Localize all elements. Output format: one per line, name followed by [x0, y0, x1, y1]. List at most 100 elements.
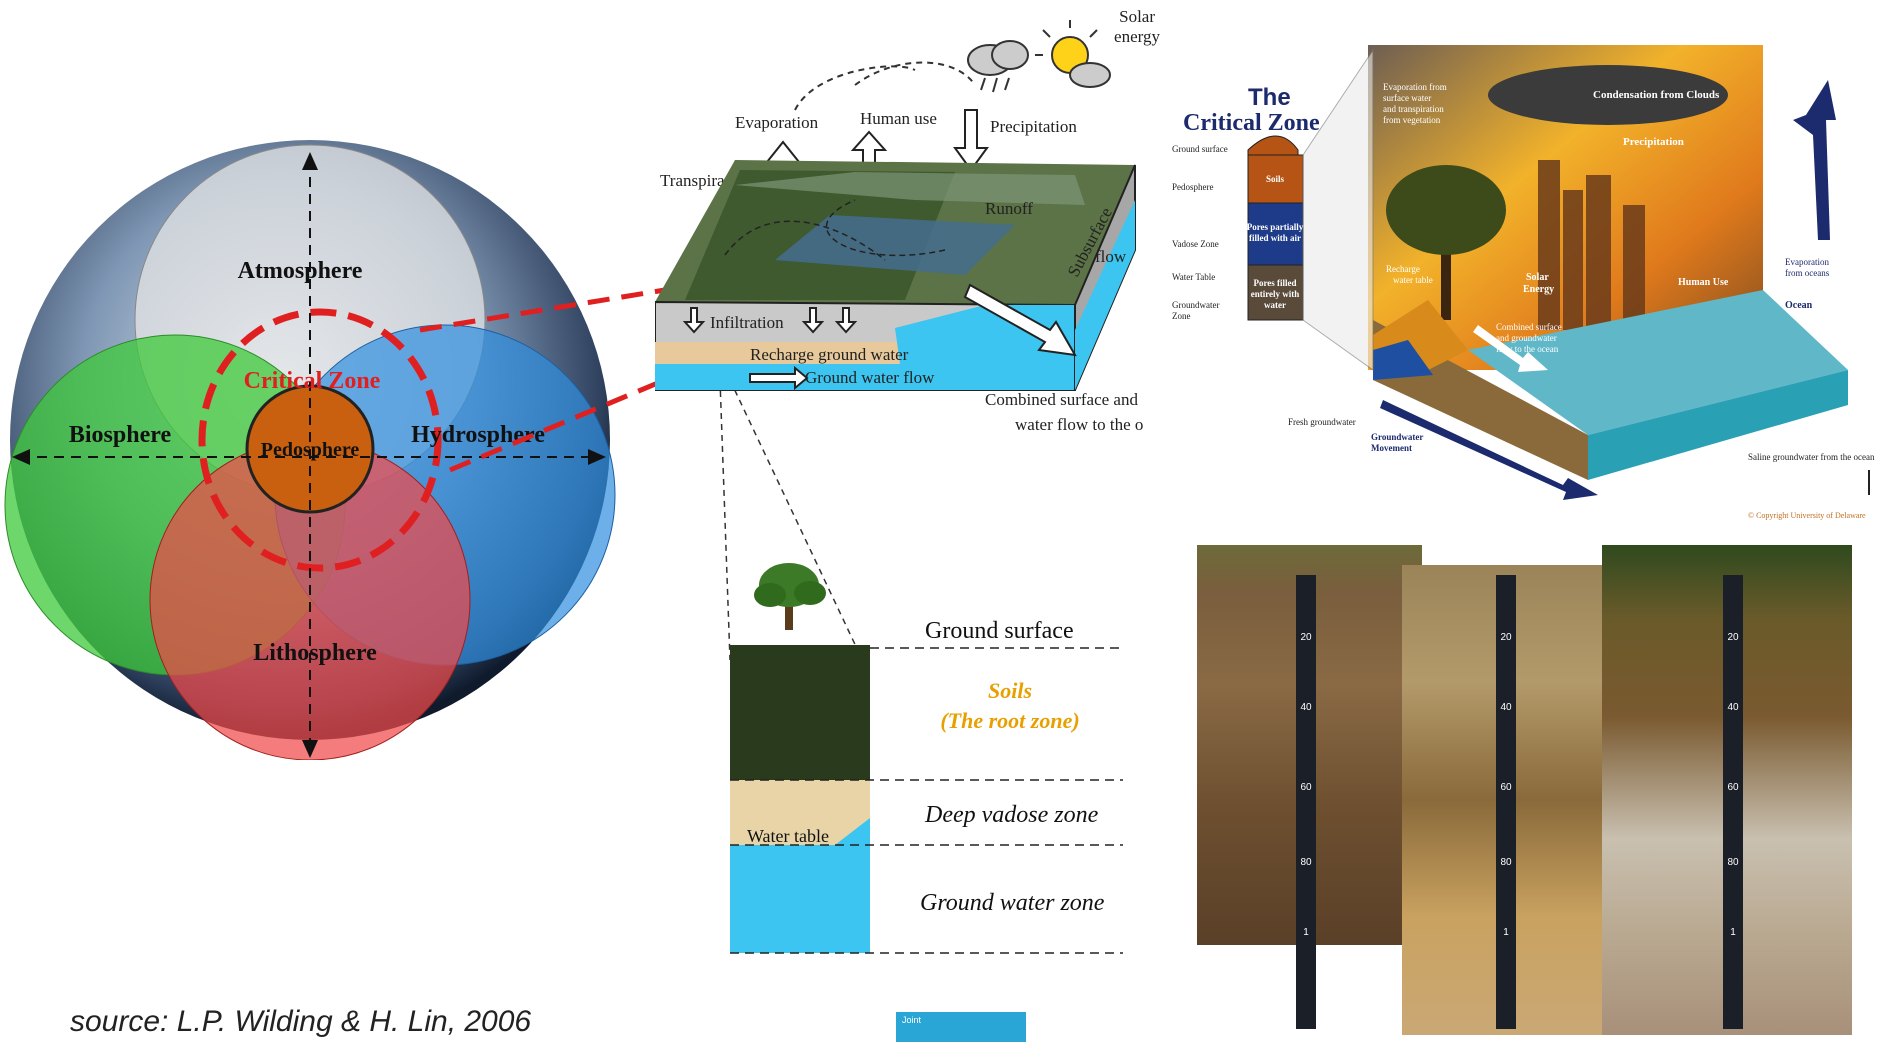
root-zone-label: (The root zone)	[940, 708, 1079, 733]
pores-filled-label-1: Pores filled	[1253, 278, 1296, 288]
cz-combined-label-1: Combined surface	[1496, 322, 1562, 332]
evap-oceans-label-1: Evaporation	[1785, 257, 1829, 267]
human-use-label: Human use	[860, 109, 937, 128]
tape-tick-label: 80	[1500, 857, 1512, 868]
source-caption: source: L.P. Wilding & H. Lin, 2006	[70, 1005, 532, 1038]
arrow-right-icon	[588, 449, 606, 465]
tape-tick-label: 40	[1500, 702, 1512, 713]
ocean-surface	[1468, 290, 1848, 435]
combined-flow-label-2: water flow to the o	[1015, 415, 1143, 434]
soils-box	[1247, 154, 1304, 204]
atmosphere-label: Atmosphere	[238, 258, 363, 284]
ground-water-flow-label: Ground water flow	[805, 368, 935, 387]
pores-filled-label-3: water	[1264, 300, 1286, 310]
tape-2	[1496, 575, 1516, 1029]
combined-flow-label-1: Combined surface and	[985, 390, 1138, 409]
poster-title-line-2: Critical Zone	[1183, 110, 1320, 136]
earth-spheres-diagram: Atmosphere Critical Zone Biosphere Hydro…	[4, 140, 616, 760]
cz-ground-surface-label: Ground surface	[1172, 144, 1228, 154]
fresh-groundwater-label: Fresh groundwater	[1288, 417, 1356, 427]
cz-vadose-label: Vadose Zone	[1172, 239, 1219, 249]
soils-box-label: Soils	[1266, 174, 1285, 184]
pores-filled-label-2: entirely with	[1251, 289, 1300, 299]
ground-surface-label: Ground surface	[925, 618, 1074, 644]
arrow-up-icon	[302, 152, 318, 170]
poster-title-line-1: The	[1248, 84, 1291, 111]
critical-zone-poster: The Critical Zone Soils Pores partially …	[1172, 45, 1875, 520]
pores-partial-label-1: Pores partially	[1247, 222, 1304, 232]
infiltration-label: Infiltration	[710, 313, 784, 332]
energy-label: energy	[1114, 27, 1160, 46]
hydrosphere-label: Hydrosphere	[411, 422, 545, 448]
evaporation-label: Evaporation	[735, 113, 819, 132]
tape-tick-label: 60	[1300, 782, 1312, 793]
cz-precipitation-label: Precipitation	[1623, 136, 1684, 148]
gw-movement-arrow-icon	[1380, 400, 1598, 500]
tape-1	[1296, 575, 1316, 1029]
biosphere-label: Biosphere	[69, 422, 172, 448]
combined-flow-arrow-icon	[963, 283, 1077, 357]
gw-movement-label-2: Movement	[1371, 443, 1412, 453]
runoff-label: Runoff	[985, 199, 1033, 218]
critical-zone-label: Critical Zone	[244, 368, 381, 394]
tape-tick-label: 40	[1727, 702, 1739, 713]
tape-tick-label: 20	[1300, 632, 1312, 643]
cz-solar-label-2: Energy	[1523, 284, 1554, 295]
cloud-icon	[1488, 65, 1728, 125]
tree-icon	[1386, 165, 1506, 320]
cz-pedosphere-label: Pedosphere	[1172, 182, 1214, 192]
root-zone-layer	[730, 645, 870, 780]
soils-label: Soils	[988, 678, 1032, 703]
tape-tick-label: 1	[1730, 927, 1736, 938]
deep-vadose-zone-label: Deep vadose zone	[924, 802, 1099, 828]
soil-profile-diagram: Ground surface Soils (The root zone) Dee…	[730, 563, 1123, 954]
tape-tick-label: 40	[1300, 702, 1312, 713]
ground-water-zone-label: Ground water zone	[920, 890, 1105, 916]
vadose-layer	[730, 780, 870, 845]
sun-icon	[1035, 20, 1111, 88]
tape-tick-label: 20	[1727, 632, 1739, 643]
soil-photo-corner	[1197, 945, 1235, 1035]
tape-tick-label: 80	[1300, 857, 1312, 868]
tape-tick-label: 20	[1500, 632, 1512, 643]
evap-surface-label-2: surface water	[1383, 93, 1431, 103]
cz-gw-zone-label-2: Zone	[1172, 311, 1191, 321]
cz-human-use-label: Human Use	[1678, 277, 1729, 288]
cz-water-table-label: Water Table	[1172, 272, 1215, 282]
pedosphere-label: Pedosphere	[261, 439, 360, 461]
rain-cloud-icon	[967, 40, 1029, 93]
gw-movement-label-1: Groundwater	[1371, 432, 1423, 442]
water-cycle-block-diagram: Solar energy Evaporation Human use Preci…	[655, 7, 1160, 434]
cz-recharge-water-table-label: water table	[1393, 275, 1433, 285]
pores-filled-box	[1247, 264, 1304, 321]
evaporation-arrow-icon	[1793, 80, 1836, 240]
cz-solar-label-1: Solar	[1526, 272, 1549, 283]
tape-tick-label: 60	[1727, 782, 1739, 793]
lithosphere-label: Lithosphere	[253, 640, 377, 666]
cz-recharge-label: Recharge	[1386, 264, 1420, 274]
evap-surface-label-3: and transpiration	[1383, 104, 1444, 114]
cz-combined-label-3: flow to the ocean	[1496, 344, 1559, 354]
evap-surface-label-4: from vegetation	[1383, 115, 1441, 125]
ocean-label: Ocean	[1785, 300, 1813, 311]
groundwater-layer	[730, 845, 870, 953]
tree-icon	[754, 563, 826, 630]
critical-zone-ring	[198, 308, 442, 572]
tape-3	[1723, 575, 1743, 1029]
tape-tick-label: 1	[1503, 927, 1509, 938]
evap-surface-label-1: Evaporation from	[1383, 82, 1447, 92]
arrow-left-icon	[12, 449, 30, 465]
pores-partial-label-2: filled with air	[1249, 233, 1301, 243]
tape-tick-label: 80	[1727, 857, 1739, 868]
precipitation-label: Precipitation	[990, 117, 1077, 136]
cz-combined-label-2: and groundwater	[1496, 333, 1557, 343]
flow-label: flow	[1095, 247, 1127, 266]
recharge-label: Recharge ground water	[750, 345, 909, 364]
tape-tick-label: 1	[1303, 927, 1309, 938]
evap-oceans-label-2: from oceans	[1785, 268, 1830, 278]
tape-tick-label: 60	[1500, 782, 1512, 793]
solar-label: Solar	[1119, 7, 1155, 26]
arrow-down-icon	[302, 740, 318, 758]
